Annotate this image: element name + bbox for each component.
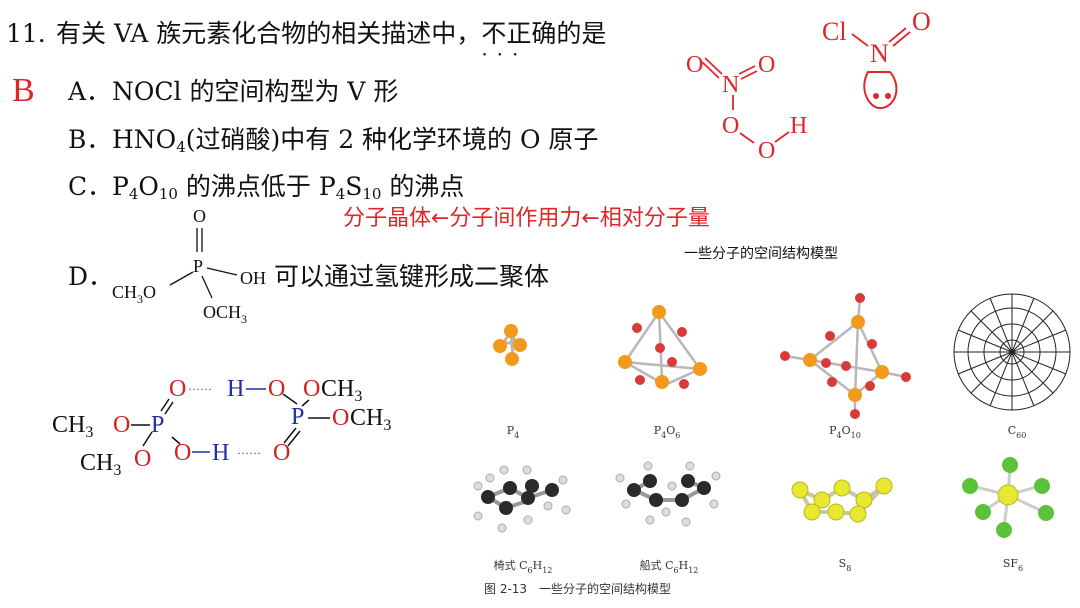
dimer-structure: O ······ H O O CH3 P O CH3 O ······ H O … — [52, 376, 391, 479]
lone-pair-dot — [885, 93, 891, 99]
option-text: P — [112, 172, 129, 201]
subscript: 4 — [335, 185, 346, 203]
model-c60 — [953, 293, 1071, 411]
text: CH — [321, 376, 354, 402]
atom-o: O — [193, 206, 206, 226]
atom-o: O — [332, 405, 349, 431]
atom-n: N — [870, 39, 889, 68]
model-p4o10 — [780, 293, 911, 419]
red-annotation: 分子晶体←分子间作用力←相对分子量 — [343, 206, 710, 231]
option-text: (过硝酸)中有 2 种化学环境的 O 原子 — [185, 125, 599, 154]
subscript: 3 — [113, 462, 121, 479]
hno4-handdrawn: O N O O O H — [686, 52, 807, 164]
atom-cl: Cl — [822, 17, 847, 46]
atom-o: O — [303, 376, 320, 402]
stem-text: 有关 VA 族元素化合物的相关描述中， — [56, 19, 482, 48]
option-b: B．HNO4(过硝酸)中有 2 种化学环境的 O 原子 — [68, 120, 598, 156]
question-number: 11. — [6, 19, 46, 48]
option-text: 的沸点 — [381, 172, 465, 201]
option-a: A．NOCl 的空间构型为 V 形 — [68, 72, 398, 108]
subscript: 3 — [137, 292, 143, 306]
label-chair: 椅式 C6H12 — [493, 559, 553, 575]
option-text: O — [138, 172, 159, 201]
atom-n: N — [722, 72, 739, 98]
subscript: 3 — [85, 424, 93, 441]
atom-o: O — [169, 376, 186, 402]
model-p4o6 — [618, 305, 707, 389]
option-letter: C． — [68, 172, 113, 201]
structure-d: O P OH CH3O OCH3 — [112, 206, 266, 326]
option-d-letter: D． — [68, 257, 114, 293]
subscript: 3 — [241, 312, 247, 326]
stem-tail: 的是 — [556, 19, 607, 48]
figure-caption: 图 2-13 一些分子的空间结构模型 — [484, 582, 672, 596]
subscript: 10 — [158, 185, 178, 203]
option-text: NOCl 的空间构型为 V 形 — [112, 77, 399, 106]
option-text: 的沸点低于 P — [177, 172, 336, 201]
atom-o: O — [268, 376, 285, 402]
model-sf6 — [962, 457, 1054, 538]
lone-pair-lobe — [863, 71, 898, 110]
text: CH — [350, 405, 383, 431]
option-c: C．P4O10 的沸点低于 P4S10 的沸点 — [68, 167, 464, 203]
methyl-left: CH3 — [52, 412, 93, 441]
label-p4: P4 — [506, 424, 520, 440]
nocl-handdrawn: Cl N O — [822, 7, 931, 110]
text: CH — [52, 412, 85, 438]
group-och3-bottom: OCH3 — [203, 302, 247, 326]
atom-h: H — [227, 376, 244, 402]
atom-o: O — [174, 440, 191, 466]
option-letter: A． — [68, 77, 112, 106]
atom-o: O — [113, 412, 130, 438]
option-text: HNO — [112, 125, 177, 154]
option-letter: B． — [68, 125, 112, 154]
lone-pair-dot — [873, 93, 879, 99]
atom-o: O — [758, 52, 775, 78]
label-p4o6: P4O6 — [653, 424, 681, 440]
atom-h: H — [212, 440, 229, 466]
atom-o: O — [134, 446, 151, 472]
subscript: 3 — [354, 388, 362, 405]
model-s8 — [791, 477, 893, 523]
methyl-top-right: CH3 — [321, 376, 362, 405]
text: OCH — [203, 302, 241, 322]
atom-o: O — [273, 440, 290, 466]
group-ch3o-left: CH3O — [112, 282, 156, 306]
option-text: S — [345, 172, 363, 201]
option-d-text: 可以通过氢键形成二聚体 — [274, 262, 550, 291]
atom-p: P — [193, 256, 203, 276]
atom-p: P — [151, 412, 164, 438]
atom-h: H — [790, 113, 807, 139]
subscript: 4 — [176, 138, 186, 156]
hbond-dashes: ······ — [188, 382, 212, 396]
label-s8: S8 — [838, 557, 852, 573]
answer-mark: B — [12, 72, 35, 109]
label-boat: 船式 C6H12 — [639, 559, 699, 575]
stem-emphasis-text: 不正确 — [481, 19, 557, 48]
figure-title: 一些分子的空间结构模型 — [684, 246, 838, 262]
label-c60: C60 — [1007, 424, 1027, 440]
methyl-bottom-left: CH3 — [80, 450, 121, 479]
subscript: 3 — [383, 417, 391, 434]
group-oh: OH — [240, 268, 266, 288]
atom-o: O — [758, 138, 775, 164]
text: CH — [112, 282, 137, 302]
atom-o: O — [912, 7, 931, 36]
option-letter: D． — [68, 262, 114, 291]
subscript: 10 — [362, 185, 382, 203]
model-boat-c6h12 — [615, 461, 721, 527]
methyl-mid-right: CH3 — [350, 405, 391, 434]
subscript: 4 — [128, 185, 139, 203]
atom-o: O — [722, 113, 739, 139]
text: O — [143, 282, 156, 302]
label-sf6: SF6 — [1002, 557, 1024, 573]
atom-o: O — [686, 52, 703, 78]
model-p4 — [493, 324, 527, 366]
text: CH — [80, 450, 113, 476]
label-p4o10: P4O10 — [829, 424, 861, 440]
hbond-dashes: ······ — [237, 446, 261, 460]
atom-p: P — [291, 404, 304, 430]
model-chair-c6h12 — [473, 465, 571, 533]
